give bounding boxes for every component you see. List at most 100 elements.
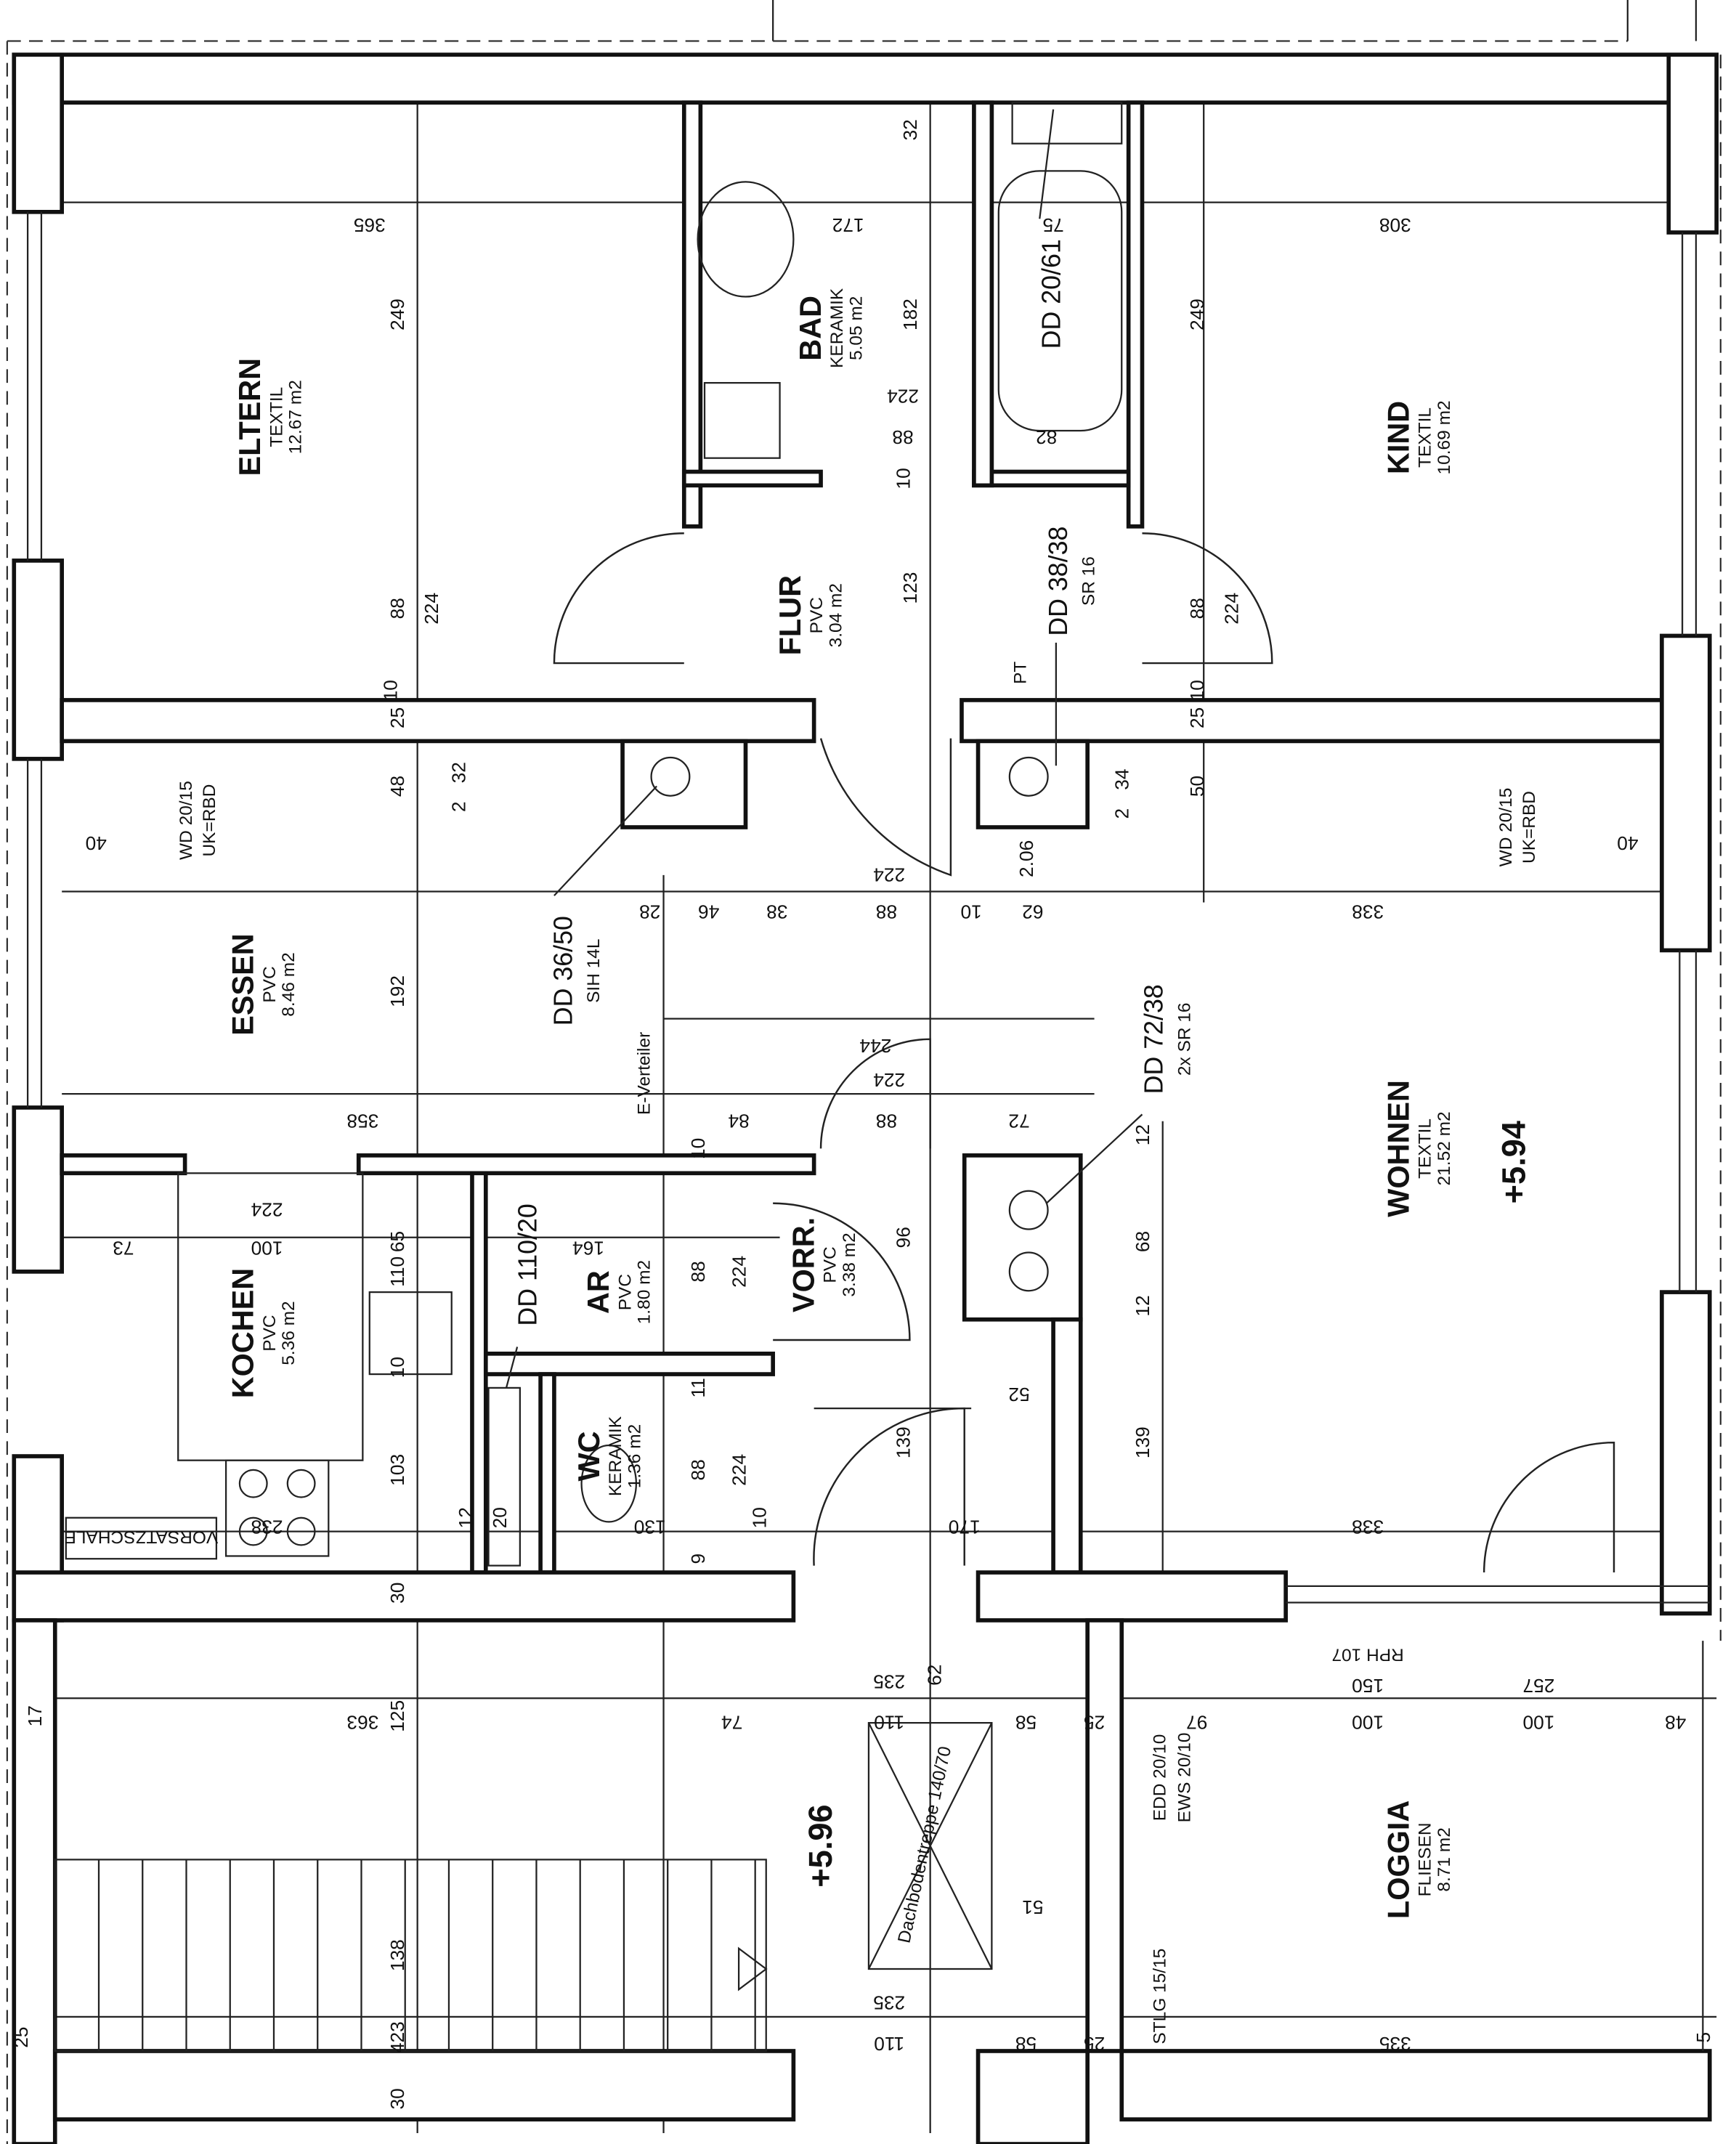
- dimension-label: 34: [1111, 768, 1133, 789]
- dimension-label: 10: [379, 680, 401, 701]
- pt-label: PT: [1010, 662, 1030, 684]
- dd-wohnen-sub: 2x SR 16: [1175, 1002, 1194, 1076]
- room-area: 3.38 m2: [840, 1233, 859, 1296]
- dimension-label: 308: [1379, 214, 1411, 236]
- dimension-label: 224: [421, 593, 442, 625]
- dimension-label: 72: [1008, 1110, 1029, 1132]
- room-vorr: VORR. PVC 3.38 m2: [787, 1217, 859, 1312]
- dimension-label: 10: [960, 901, 981, 922]
- dimension-label: 139: [892, 1426, 914, 1458]
- dimension-label: 235: [873, 1670, 905, 1692]
- dachbodentreppe-label: Dachbodentreppe 140/70: [894, 1745, 955, 1945]
- dimension-label: 28: [639, 901, 660, 922]
- dimension-label: 52: [1008, 1384, 1029, 1405]
- room-kochen: KOCHEN PVC 5.36 m2: [227, 1268, 299, 1398]
- room-wc: WC KERAMIK 1.36 m2: [572, 1416, 644, 1496]
- dimension-label: 48: [386, 776, 408, 797]
- dimension-label: 17: [24, 1705, 46, 1726]
- dimension-label: 88: [687, 1261, 709, 1282]
- room-bad: BAD KERAMIK 5.05 m2: [794, 288, 866, 368]
- dimension-label: 182: [899, 299, 921, 330]
- dimension-label: 335: [1379, 2033, 1411, 2055]
- dimension-label: 48: [1665, 1712, 1686, 1734]
- dimension-label: 25: [1186, 707, 1208, 728]
- dd-flur-label: DD 38/38: [1044, 527, 1073, 636]
- dimension-label: 32: [448, 762, 470, 783]
- dimension-label: 12: [1132, 1295, 1153, 1316]
- dimension-label: 130: [634, 1516, 666, 1538]
- wd-left-label: WD 20/15: [177, 781, 196, 860]
- room-area: 8.71 m2: [1435, 1827, 1454, 1891]
- outer-dashed-outline: [6, 0, 1721, 2144]
- dd-essen-label: DD 36/50: [548, 916, 577, 1026]
- room-wohnen: WOHNEN TEXTIL 21.52 m2: [1382, 1080, 1454, 1217]
- ews-label: EWS 20/10: [1175, 1733, 1194, 1823]
- dimension-label: 363: [346, 1712, 378, 1734]
- room-area: 1.80 m2: [635, 1260, 654, 1324]
- dimension-label: 88: [876, 1110, 897, 1132]
- dimension-label: 88: [876, 901, 897, 922]
- room-name: ESSEN: [227, 933, 260, 1035]
- room-area: 3.04 m2: [826, 583, 845, 647]
- dimension-label: 51: [1022, 1896, 1043, 1918]
- room-area: 8.46 m2: [279, 952, 299, 1016]
- room-name: VORR.: [787, 1217, 821, 1312]
- room-floor: PVC: [807, 597, 827, 633]
- room-floor: PVC: [821, 1246, 840, 1283]
- dd-flur-sub: SR 16: [1079, 556, 1099, 606]
- dimension-label: 96: [892, 1227, 914, 1248]
- dimension-label: 97: [1186, 1712, 1207, 1734]
- room-area: 21.52 m2: [1435, 1111, 1454, 1185]
- elevation-wohnen: +5.94: [1496, 1121, 1533, 1203]
- fixtures: [65, 102, 1123, 1970]
- dimension-label: 88: [1186, 598, 1208, 619]
- elevation-hall: +5.96: [802, 1804, 839, 1887]
- dimension-label: 110: [386, 1256, 408, 1287]
- dd-essen-sub: SIH 14L: [584, 938, 604, 1002]
- dimension-label: 50: [1186, 776, 1208, 797]
- dimension-label: 20: [489, 1507, 511, 1528]
- dimension-label: 40: [1617, 832, 1638, 854]
- room-flur: FLUR PVC 3.04 m2: [774, 575, 845, 655]
- dimension-label: 2: [1111, 808, 1133, 819]
- dimension-label: 12: [1132, 1124, 1153, 1145]
- dimension-label: 9: [687, 1554, 709, 1564]
- room-area: 5.36 m2: [279, 1301, 299, 1365]
- dd-wohnen-label: DD 72/38: [1140, 984, 1169, 1094]
- room-loggia: LOGGIA FLIESEN 8.71 m2: [1382, 1800, 1454, 1919]
- room-floor: PVC: [615, 1274, 635, 1310]
- dimension-label: 74: [721, 1712, 742, 1734]
- dimension-label: 40: [86, 832, 107, 854]
- walls: [12, 52, 1719, 2144]
- dimension-label: 192: [386, 975, 408, 1007]
- room-area: 12.67 m2: [286, 380, 306, 454]
- stlg-label: STLG 15/15: [1150, 1949, 1169, 2044]
- dimension-label: 2.06: [1015, 840, 1037, 877]
- dimension-label: 58: [1015, 1712, 1037, 1734]
- e-verteiler-label: E-Verteiler: [635, 1032, 654, 1115]
- dimension-label: 5: [1692, 2032, 1714, 2043]
- room-floor: TEXTIL: [1416, 1118, 1435, 1179]
- room-floor: KERAMIK: [606, 1416, 625, 1496]
- dimension-label: 170: [949, 1516, 981, 1538]
- dimension-label: 110: [874, 2033, 904, 2055]
- dimension-label: 73: [113, 1237, 134, 1259]
- room-floor: KERAMIK: [827, 288, 847, 368]
- room-floor: FLIESEN: [1416, 1822, 1435, 1896]
- room-name: BAD: [794, 296, 827, 361]
- dimension-label: 2: [448, 801, 470, 812]
- dimension-label: 338: [1352, 901, 1384, 922]
- room-name: KIND: [1382, 401, 1416, 474]
- room-floor: PVC: [260, 966, 280, 1002]
- dimension-label: 224: [251, 1199, 283, 1221]
- dimension-label: 358: [346, 1110, 378, 1132]
- room-name: WC: [572, 1432, 606, 1482]
- dd-bath-label: DD 20/61: [1037, 239, 1066, 349]
- dimension-label: 338: [1352, 1516, 1384, 1538]
- dimension-label: 224: [873, 1069, 905, 1091]
- room-eltern: ELTERN TEXTIL 12.67 m2: [233, 358, 305, 476]
- dimension-label: 30: [386, 2088, 408, 2109]
- dimension-label: 100: [1522, 1712, 1554, 1734]
